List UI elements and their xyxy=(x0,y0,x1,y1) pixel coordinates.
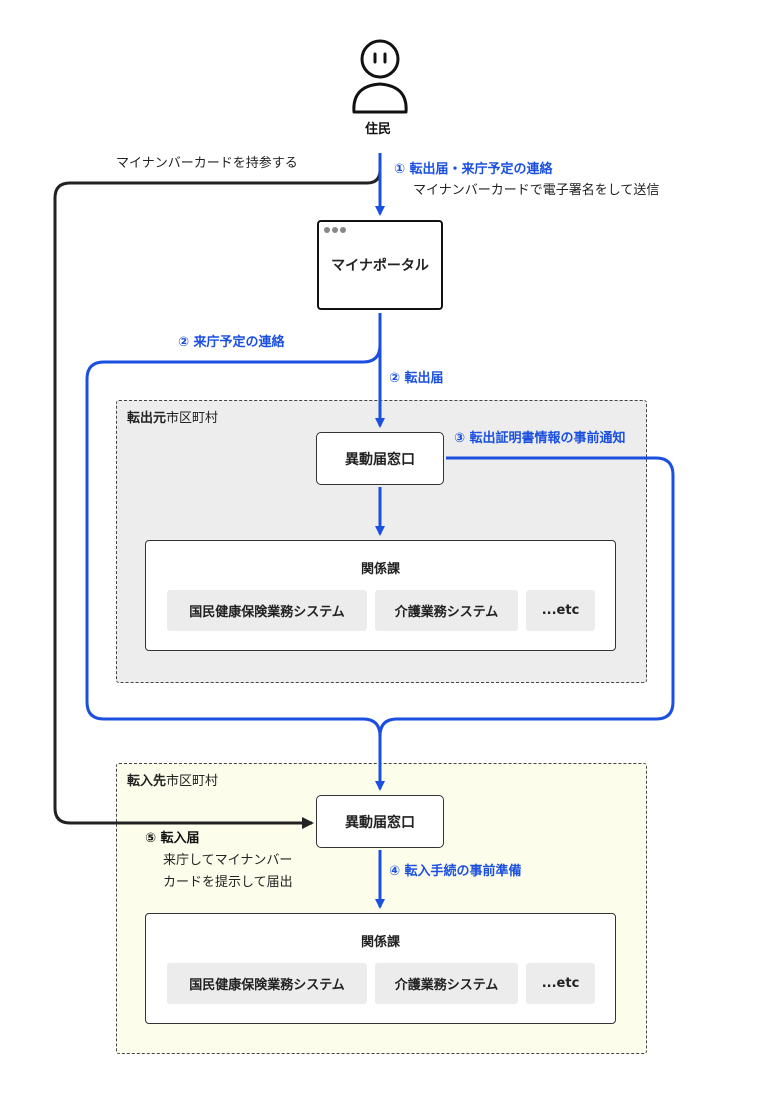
to-city-label: 転入先市区町村 xyxy=(127,774,219,789)
from-window-box: 異動届窓口 xyxy=(316,432,444,485)
to-dept-title: 関係課 xyxy=(360,935,400,950)
step3-line xyxy=(378,456,675,737)
from-dept-box: 関係課 国民健康保険業務システム 介護業務システム ...etc xyxy=(145,540,616,651)
to-system-care: 介護業務システム xyxy=(375,963,518,1004)
from-dept-title: 関係課 xyxy=(360,562,400,577)
step2a-label: ② 来庁予定の連絡 xyxy=(178,335,285,350)
bring-card-line xyxy=(53,153,382,829)
to-window-label: 異動届窓口 xyxy=(345,814,415,831)
to-system-nhi: 国民健康保険業務システム xyxy=(167,963,367,1004)
myna-portal-box: マイナポータル xyxy=(317,220,443,310)
to-window-box: 異動届窓口 xyxy=(316,795,444,848)
from-window-label: 異動届窓口 xyxy=(345,451,415,468)
to-dept-box: 関係課 国民健康保険業務システム 介護業務システム ...etc xyxy=(145,913,616,1024)
window-dots-icon xyxy=(324,227,346,233)
step5-sublabel-1: 来庁してマイナンバー xyxy=(163,853,293,868)
step3-label: ③ 転出証明書情報の事前通知 xyxy=(454,431,626,446)
from-city-label: 転出元市区町村 xyxy=(127,411,219,426)
resident-person-icon xyxy=(352,39,408,114)
from-system-care: 介護業務システム xyxy=(375,590,518,631)
bring-card-label: マイナンバーカードを持参する xyxy=(116,156,298,171)
step2b-label: ② 転出届 xyxy=(389,371,444,386)
portal-label: マイナポータル xyxy=(331,258,429,274)
step1-sublabel: マイナンバーカードで電子署名をして送信 xyxy=(413,183,660,198)
step4-label: ④ 転入手続の事前準備 xyxy=(389,864,522,879)
step1-label: ① 転出届・来庁予定の連絡 xyxy=(394,162,553,177)
to-system-etc: ...etc xyxy=(526,963,595,1004)
step2a-line xyxy=(85,313,382,737)
step5-label: ⑤ 転入届 xyxy=(145,831,200,846)
from-system-nhi: 国民健康保険業務システム xyxy=(167,590,367,631)
step5-sublabel-2: カードを提示して届出 xyxy=(163,875,293,890)
from-system-etc: ...etc xyxy=(526,590,595,631)
resident-label: 住民 xyxy=(365,122,392,137)
